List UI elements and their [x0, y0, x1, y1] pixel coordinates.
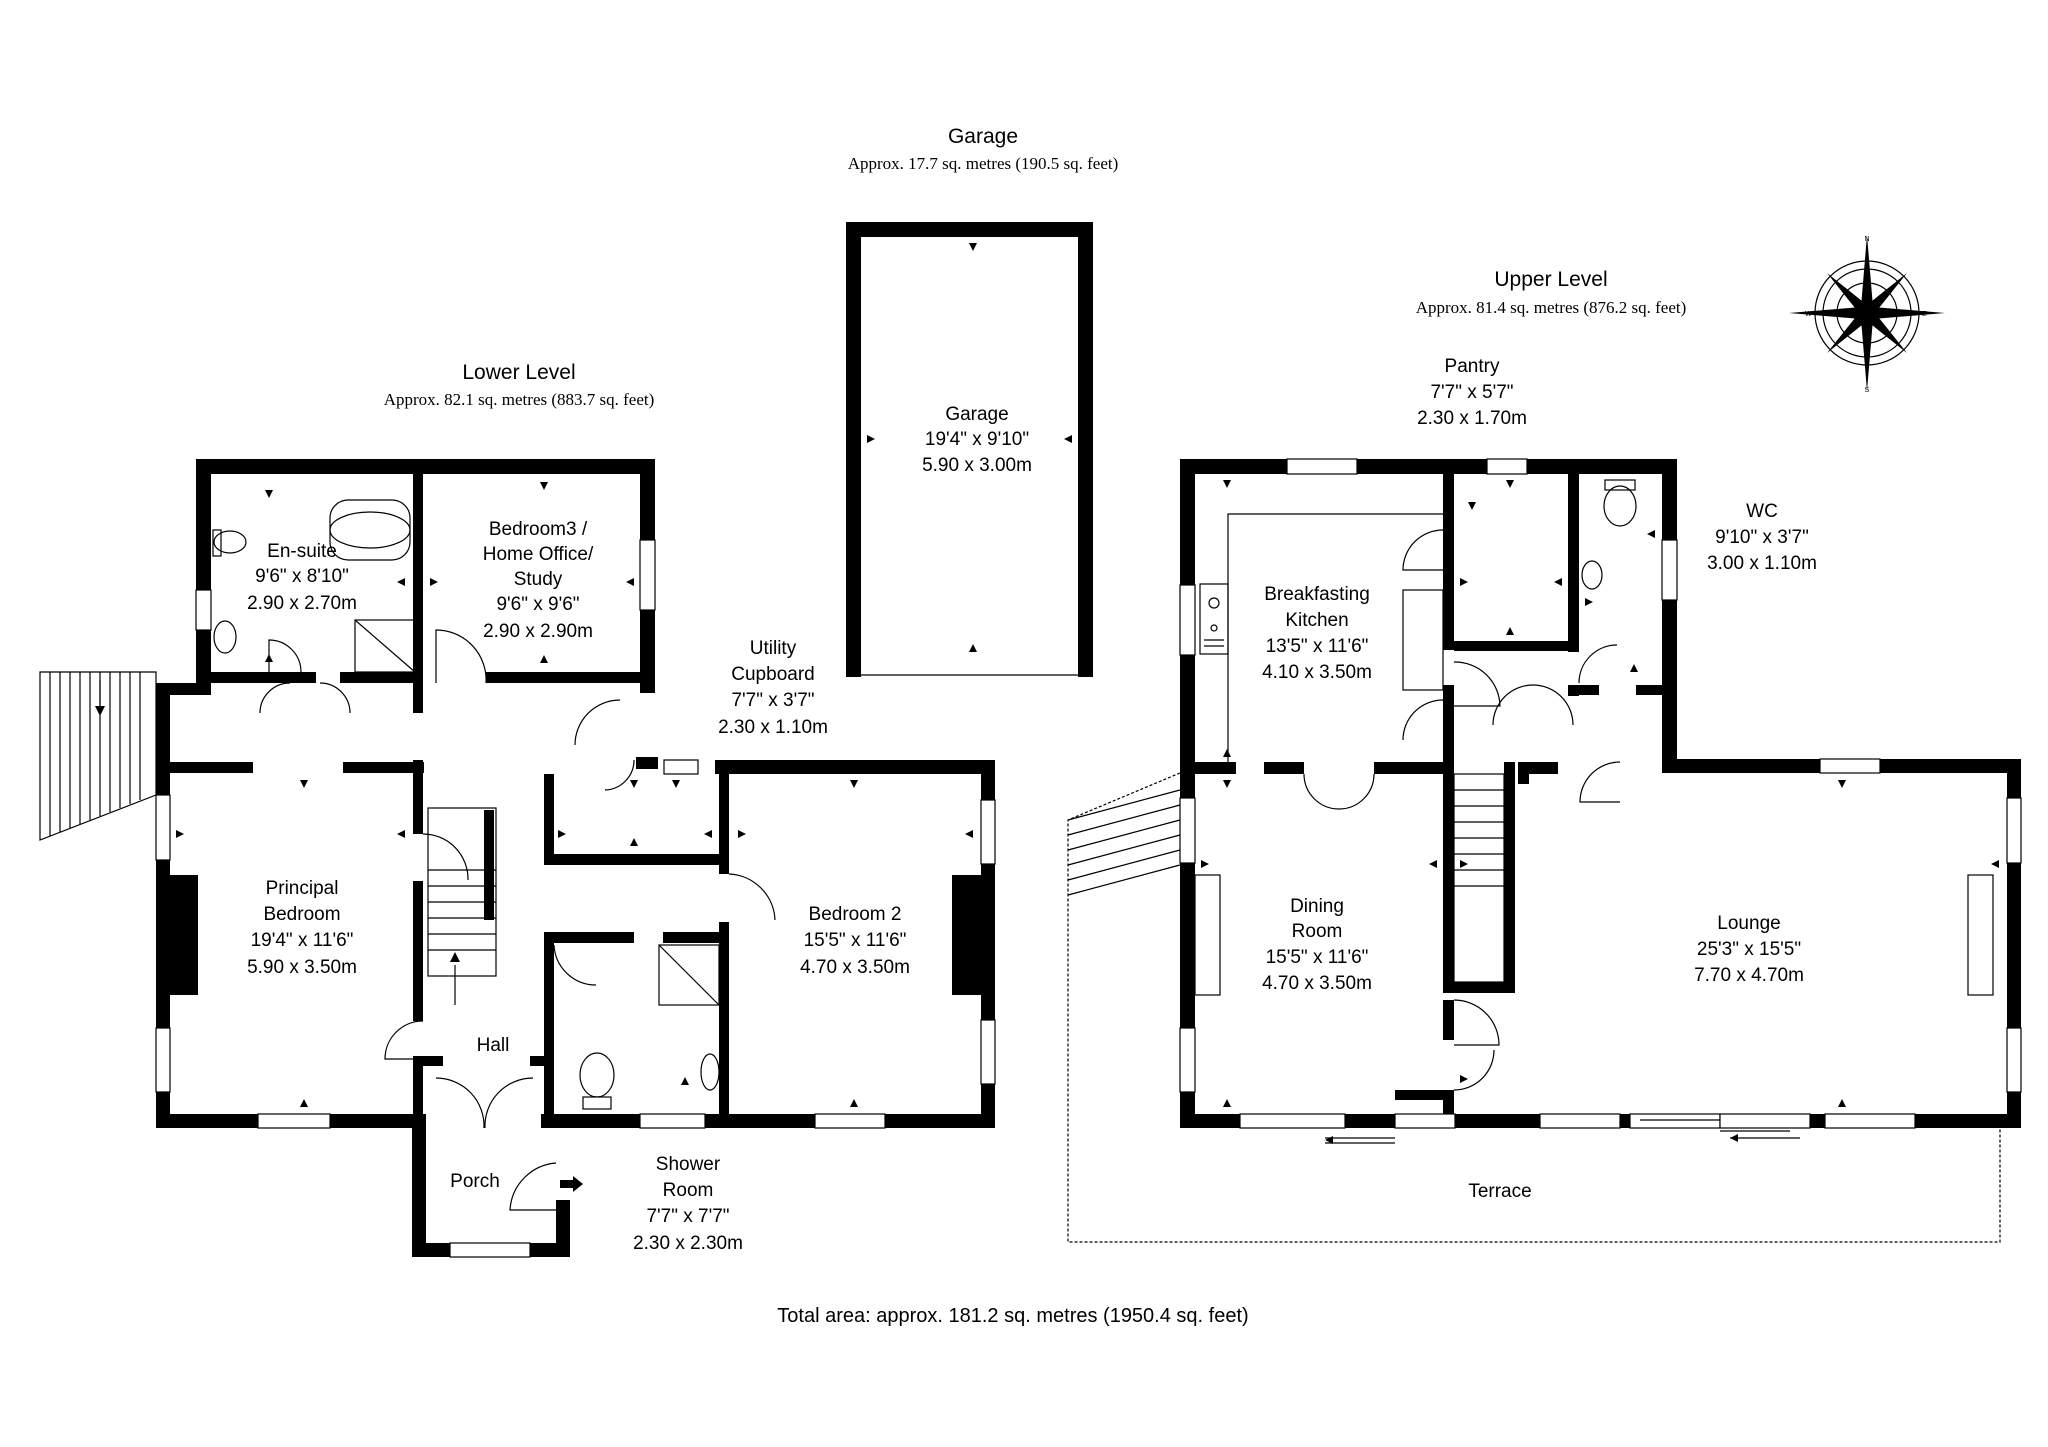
- bedroom2-metric: 4.70 x 3.50m: [800, 957, 910, 978]
- principal-bedroom-name-line1: Principal: [266, 878, 339, 899]
- shower-room-metric: 2.30 x 2.30m: [633, 1233, 743, 1254]
- pantry-metric: 2.30 x 1.70m: [1417, 408, 1527, 429]
- bedroom2-imperial: 15'5" x 11'6": [804, 930, 907, 951]
- terrace-name: Terrace: [1468, 1181, 1531, 1202]
- principal-bedroom-name-line2: Bedroom: [263, 904, 340, 925]
- garage-plan: Garage 19'4" x 9'10" 5.90 x 3.00m: [846, 222, 1093, 677]
- bedroom2-name: Bedroom 2: [809, 904, 902, 925]
- compass-west-label: W: [1805, 311, 1812, 318]
- compass-north-label: N: [1864, 236, 1869, 243]
- compass-east-label: E: [1922, 311, 1927, 318]
- bedroom3-imperial: 9'6" x 9'6": [496, 594, 579, 615]
- principal-bedroom-imperial: 19'4" x 11'6": [251, 930, 354, 951]
- kitchen-name-line1: Breakfasting: [1264, 584, 1370, 605]
- shower-room-imperial: 7'7" x 7'7": [646, 1206, 729, 1227]
- upper-level-title: Upper Level: [1494, 268, 1607, 291]
- lower-level-plan: En-suite 9'6" x 8'10" 2.90 x 2.70m Bedro…: [39, 459, 996, 1258]
- lower-level-area: Approx. 82.1 sq. metres (883.7 sq. feet): [384, 390, 655, 409]
- dining-room-imperial: 15'5" x 11'6": [1266, 947, 1369, 968]
- compass-south-label: S: [1865, 387, 1870, 394]
- total-area: Total area: approx. 181.2 sq. metres (19…: [777, 1305, 1248, 1327]
- utility-name-line1: Utility: [750, 638, 797, 659]
- bedroom3-name-line3: Study: [514, 569, 563, 590]
- pantry-name: Pantry: [1445, 356, 1500, 377]
- porch-name: Porch: [450, 1171, 500, 1192]
- garage-room-imperial: 19'4" x 9'10": [925, 429, 1029, 450]
- lounge-imperial: 25'3" x 15'5": [1697, 939, 1801, 960]
- lounge-name: Lounge: [1717, 913, 1780, 934]
- utility-imperial: 7'7" x 3'7": [731, 690, 814, 711]
- dining-room-metric: 4.70 x 3.50m: [1262, 973, 1372, 994]
- upper-level-area: Approx. 81.4 sq. metres (876.2 sq. feet): [1416, 298, 1687, 317]
- ensuite-name: En-suite: [267, 541, 337, 562]
- pantry-imperial: 7'7" x 5'7": [1430, 382, 1513, 403]
- garage-section-title: Garage: [948, 125, 1018, 148]
- shower-room-name-line1: Shower: [656, 1154, 721, 1175]
- bedroom3-name-line2: Home Office/: [483, 544, 594, 565]
- dining-room-name-line2: Room: [1292, 921, 1343, 942]
- kitchen-imperial: 13'5" x 11'6": [1266, 636, 1369, 657]
- kitchen-metric: 4.10 x 3.50m: [1262, 662, 1372, 683]
- dining-room-name-line1: Dining: [1290, 896, 1344, 917]
- bedroom3-metric: 2.90 x 2.90m: [483, 621, 593, 642]
- principal-bedroom-metric: 5.90 x 3.50m: [247, 957, 357, 978]
- lower-level-heading: Lower Level Approx. 82.1 sq. metres (883…: [384, 361, 655, 409]
- bedroom3-name-line1: Bedroom3 /: [489, 519, 588, 540]
- ensuite-metric: 2.90 x 2.70m: [247, 593, 357, 614]
- lower-level-title: Lower Level: [462, 361, 575, 384]
- upper-level-heading: Upper Level Approx. 81.4 sq. metres (876…: [1416, 268, 1687, 317]
- compass-rose-icon: N S E W: [1789, 235, 1945, 394]
- garage-section-area: Approx. 17.7 sq. metres (190.5 sq. feet): [848, 154, 1119, 173]
- garage-room-metric: 5.90 x 3.00m: [922, 455, 1032, 476]
- garage-room-name: Garage: [945, 404, 1008, 425]
- garage-heading: Garage Approx. 17.7 sq. metres (190.5 sq…: [848, 125, 1119, 173]
- wc-name: WC: [1746, 501, 1778, 522]
- wc-metric: 3.00 x 1.10m: [1707, 553, 1817, 574]
- upper-level-plan: Pantry 7'7" x 5'7" 2.30 x 1.70m WC 9'10"…: [1067, 356, 2022, 1243]
- shower-room-name-line2: Room: [663, 1180, 714, 1201]
- kitchen-name-line2: Kitchen: [1285, 610, 1348, 631]
- wc-imperial: 9'10" x 3'7": [1715, 527, 1809, 548]
- hall-name: Hall: [477, 1035, 510, 1056]
- ensuite-imperial: 9'6" x 8'10": [255, 566, 349, 587]
- utility-metric: 2.30 x 1.10m: [718, 717, 828, 738]
- utility-name-line2: Cupboard: [731, 664, 814, 685]
- lounge-metric: 7.70 x 4.70m: [1694, 965, 1804, 986]
